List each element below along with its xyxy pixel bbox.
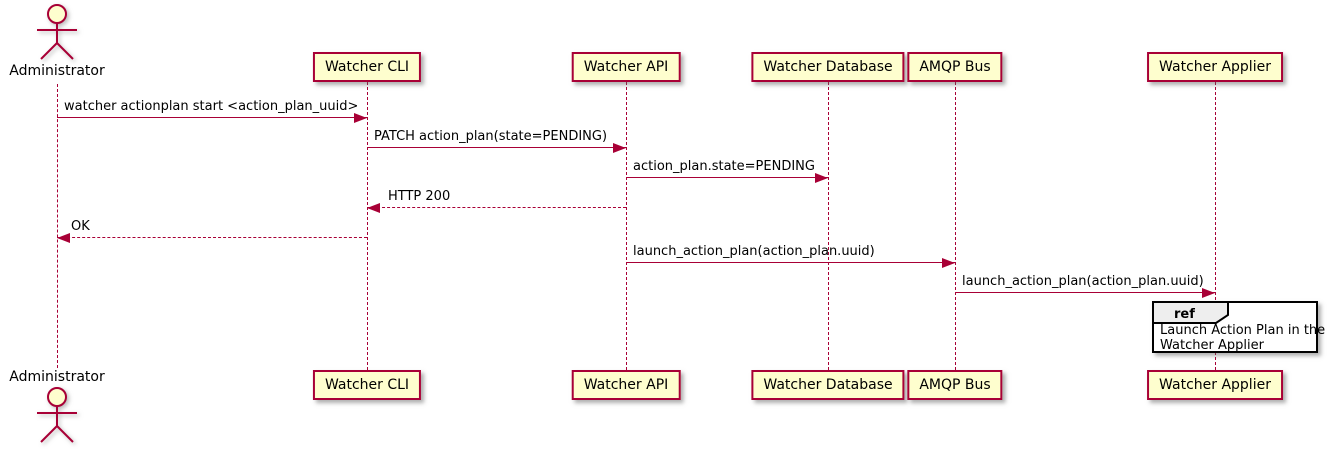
lifeline-amqp-bus [955,82,956,370]
participant-watcher-database-bottom: Watcher Database [751,370,905,400]
lifeline-watcher-cli [367,82,368,370]
message-1-arrowhead [354,113,367,123]
message-4-line [367,207,626,208]
participant-watcher-cli-bottom: Watcher CLI [312,370,422,400]
message-2-line [367,147,626,148]
participant-watcher-cli-top: Watcher CLI [312,52,422,82]
message-2-arrowhead [613,143,626,153]
message-6-arrowhead [942,258,955,268]
participant-watcher-database-top: Watcher Database [751,52,905,82]
message-3-arrowhead [815,173,828,183]
ref-keyword: ref [1174,307,1195,322]
participant-watcher-applier-bottom: Watcher Applier [1147,370,1283,400]
participant-amqp-bus-bottom: AMQP Bus [907,370,1003,400]
ref-text-line2: Watcher Applier [1160,338,1264,353]
actor-label-top: Administrator [9,63,105,79]
message-3-label: action_plan.state=PENDING [633,159,815,174]
participant-watcher-api-top: Watcher API [571,52,681,82]
participant-watcher-applier-top: Watcher Applier [1147,52,1283,82]
message-7-label: launch_action_plan(action_plan.uuid) [962,274,1204,289]
message-2-label: PATCH action_plan(state=PENDING) [374,129,608,144]
actor-label-bottom: Administrator [9,369,105,385]
ref-header-tab: ref [1152,301,1229,324]
participant-watcher-api-bottom: Watcher API [571,370,681,400]
lifeline-watcher-applier [1215,82,1216,370]
message-7-line [955,292,1215,293]
message-1-line [57,117,367,118]
ref-text-line1: Launch Action Plan in the [1160,323,1326,338]
lifeline-administrator [57,84,58,368]
ref-fragment: ref Launch Action Plan in the Watcher Ap… [1152,301,1325,353]
message-5-label: OK [71,219,90,234]
message-5-arrowhead [57,233,70,243]
actor-icon [37,4,77,60]
actor-icon-bottom [37,387,77,443]
message-6-label: launch_action_plan(action_plan.uuid) [633,244,875,259]
lifeline-watcher-api [626,82,627,370]
lifeline-watcher-database [828,82,829,370]
message-4-arrowhead [367,203,380,213]
message-3-line [626,177,828,178]
message-7-arrowhead [1202,288,1215,298]
message-6-line [626,262,955,263]
message-4-label: HTTP 200 [388,189,451,204]
message-5-line [57,237,367,238]
participant-amqp-bus-top: AMQP Bus [907,52,1003,82]
message-1-label: watcher actionplan start <action_plan_uu… [64,99,359,114]
